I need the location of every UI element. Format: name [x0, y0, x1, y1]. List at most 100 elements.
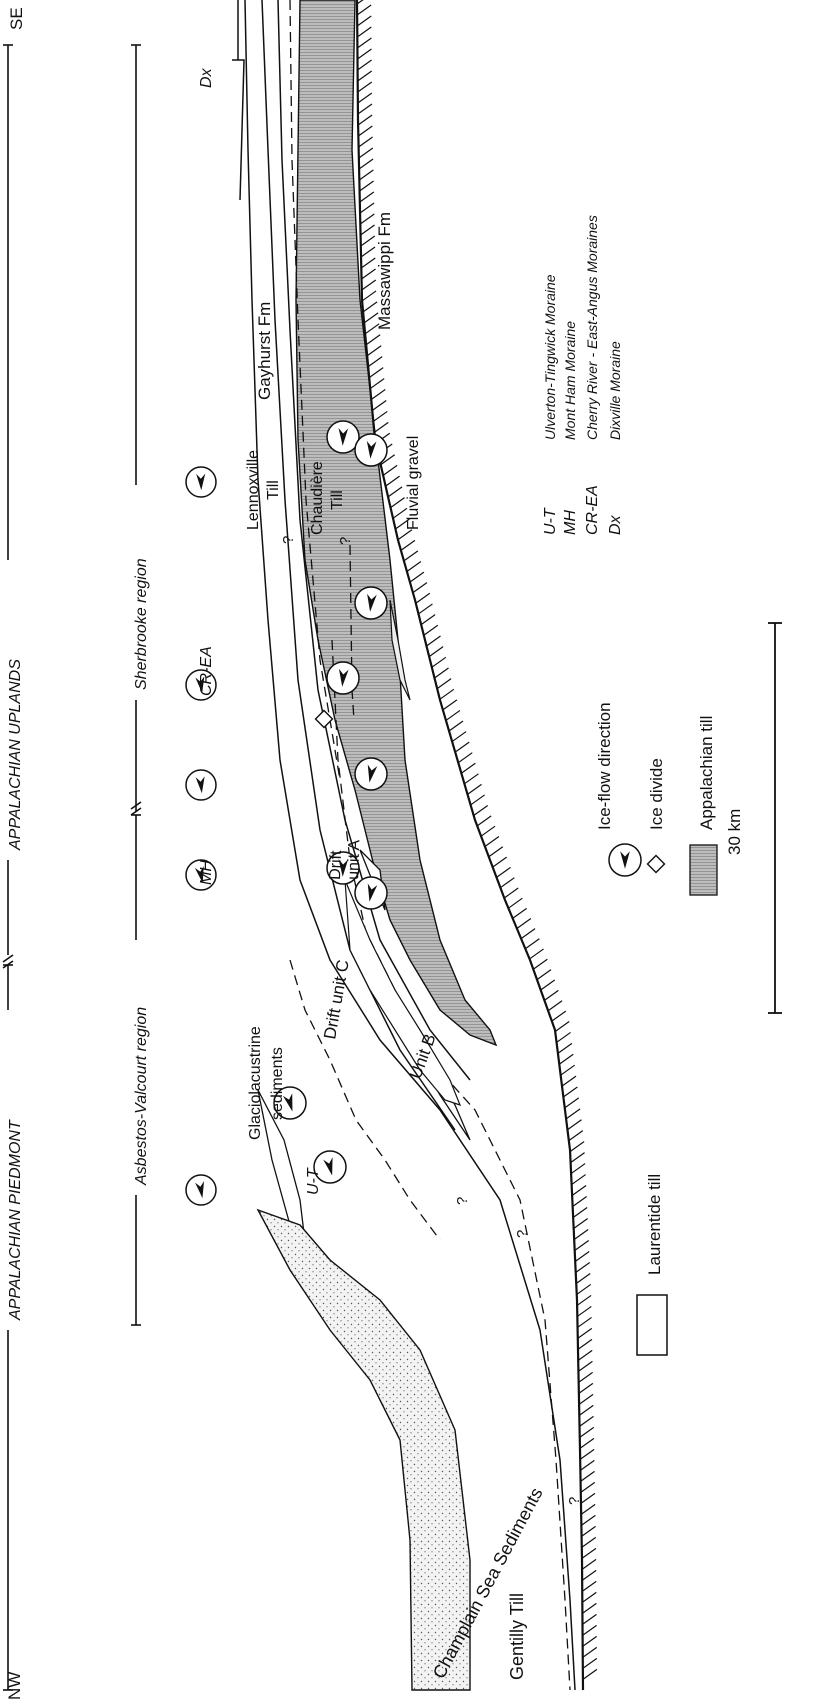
ice-flow-arrow-icon — [186, 467, 216, 497]
se-label: SE — [7, 7, 26, 30]
champlain-sea-sediments — [258, 1210, 470, 1690]
bedrock-hatch-tick — [548, 1001, 562, 1011]
bedrock-hatch-tick — [537, 970, 551, 980]
bedrock-hatch-tick — [582, 1581, 596, 1591]
bedrock-hatch-tick — [579, 1372, 593, 1382]
bedrock-hatch-tick — [576, 1273, 590, 1283]
bedrock-hatch-tick — [582, 1592, 596, 1602]
bedrock-hatch-tick — [559, 1054, 573, 1064]
bedrock-hatch-tick — [358, 104, 372, 114]
bedrock-hatch-tick — [434, 668, 448, 678]
bedrock-hatch-tick — [558, 1043, 572, 1053]
bedrock-hatch-tick — [361, 236, 375, 246]
label-lennoxville-2: Till — [265, 480, 282, 500]
bedrock-hatch-tick — [544, 990, 558, 1000]
moraine-legend-abbr: Dx — [607, 514, 624, 535]
label-drift-unit-c: Drift unit C — [320, 958, 353, 1040]
moraine-mh-label: MH — [198, 860, 215, 885]
bedrock-hatch-tick — [383, 465, 397, 475]
bedrock-hatch-tick — [481, 826, 495, 836]
bedrock-hatch-tick — [578, 1328, 592, 1338]
bedrock-hatch-tick — [361, 247, 375, 257]
bedrock-hatch-tick — [578, 1317, 592, 1327]
legend-ice-divide-symbol — [648, 856, 665, 873]
label-chaudiere-2: Till — [329, 490, 346, 510]
bedrock-hatch-tick — [513, 908, 527, 918]
bedrock-hatch-tick — [437, 679, 451, 689]
bedrock-hatch-tick — [426, 636, 440, 646]
bedrock-hatch-tick — [362, 291, 376, 301]
bedrock-hatch-tick — [358, 126, 372, 136]
label-drift-unit-a-2: unit A — [345, 839, 363, 880]
bedrock-hatch-tick — [566, 1109, 580, 1119]
bedrock-hatch-tick — [533, 959, 547, 969]
bedrock-hatch-tick — [574, 1229, 588, 1239]
bedrock-hatch-tick — [429, 647, 443, 657]
bedrock-hatch-tick — [485, 836, 499, 846]
bedrock-hatch-tick — [578, 1350, 592, 1360]
moraine-ut-label: U-T — [305, 1167, 322, 1195]
moraine-legend-name: Ulverton-Tingwick Moraine — [542, 274, 558, 440]
question-mark: ? — [337, 537, 354, 545]
bedrock-hatch-tick — [572, 1186, 586, 1196]
bedrock-hatch-tick — [521, 929, 535, 939]
moraine-crea-label: CR-EA — [198, 646, 215, 696]
scale-bar-label: 30 km — [725, 809, 744, 855]
ice-flow-arrow-icon — [186, 770, 216, 800]
bedrock-hatch-tick — [541, 980, 555, 990]
bedrock-hatch-tick — [580, 1416, 594, 1426]
scale-bar — [768, 623, 782, 1013]
bedrock-hatch-tick — [582, 1548, 596, 1558]
bedrock-hatch-tick — [371, 390, 385, 400]
appalachian-till-body — [296, 0, 496, 1045]
bedrock-hatch-tick — [563, 1087, 577, 1097]
bedrock-hatch-tick — [581, 1515, 595, 1525]
bedrock-hatch-tick — [581, 1482, 595, 1492]
bedrock-hatch-tick — [561, 1065, 575, 1075]
label-gentilly-till: Gentilly Till — [507, 1593, 527, 1680]
bedrock-hatch-tick — [357, 0, 371, 4]
bedrock-hatch-tick — [578, 1361, 592, 1371]
bedrock-hatch-tick — [391, 498, 405, 508]
bedrock-hatch-tick — [358, 93, 372, 103]
label-chaudiere-1: Chaudière — [309, 461, 326, 535]
bedrock-hatch-tick — [581, 1493, 595, 1503]
bedrock-hatch-tick — [440, 689, 454, 699]
bedrock-hatch-tick — [580, 1449, 594, 1459]
label-glaciolacustrine-2: sediments — [269, 1047, 286, 1120]
bedrock-hatch-tick — [525, 939, 539, 949]
bedrock-hatch-tick — [565, 1098, 579, 1108]
moraine-legend-name: Cherry River - East-Angus Moraines — [584, 215, 600, 440]
ice-flow-arrow-icon — [355, 877, 387, 909]
bedrock-hatch-tick — [366, 335, 380, 345]
bedrock-hatch-tick — [577, 1306, 591, 1316]
glaciolacustrine-lenses — [258, 850, 470, 1250]
bedrock-hatch-tick — [374, 422, 388, 432]
bedrock-hatch-tick — [569, 1131, 583, 1141]
bedrock-hatch-tick — [575, 1251, 589, 1261]
bedrock-hatch-tick — [357, 38, 371, 48]
ice-divide-symbol — [316, 711, 333, 728]
bedrock-hatch-tick — [357, 16, 371, 26]
ice-flow-arrow-icon — [327, 662, 359, 694]
bedrock-hatch-tick — [583, 1636, 597, 1646]
bedrock-hatch-tick — [582, 1537, 596, 1547]
bedrock-hatch-tick — [362, 280, 376, 290]
bedrock-hatch-tick — [497, 867, 511, 877]
bedrock-hatch-tick — [359, 137, 373, 147]
bedrock-hatch-tick — [474, 805, 488, 815]
bedrock-hatch-tick — [572, 1175, 586, 1185]
moraine-legend-name: Dixville Moraine — [607, 341, 623, 440]
bedrock-hatch-tick — [359, 159, 373, 169]
bedrock-hatch-tick — [577, 1295, 591, 1305]
question-mark: ? — [454, 1197, 471, 1205]
ice-flow-arrow-icon — [355, 758, 387, 790]
legend-appalachian-swatch — [690, 845, 717, 895]
bedrock-hatch-tick — [530, 949, 544, 959]
bedrock-hatch-tick — [367, 346, 381, 356]
bedrock-hatch-tick — [576, 1262, 590, 1272]
bedrock-hatch-tick — [555, 1022, 569, 1032]
bedrock-hatch-tick — [579, 1394, 593, 1404]
bedrock-hatch-tick — [370, 379, 384, 389]
bedrock-hatch-tick — [493, 857, 507, 867]
